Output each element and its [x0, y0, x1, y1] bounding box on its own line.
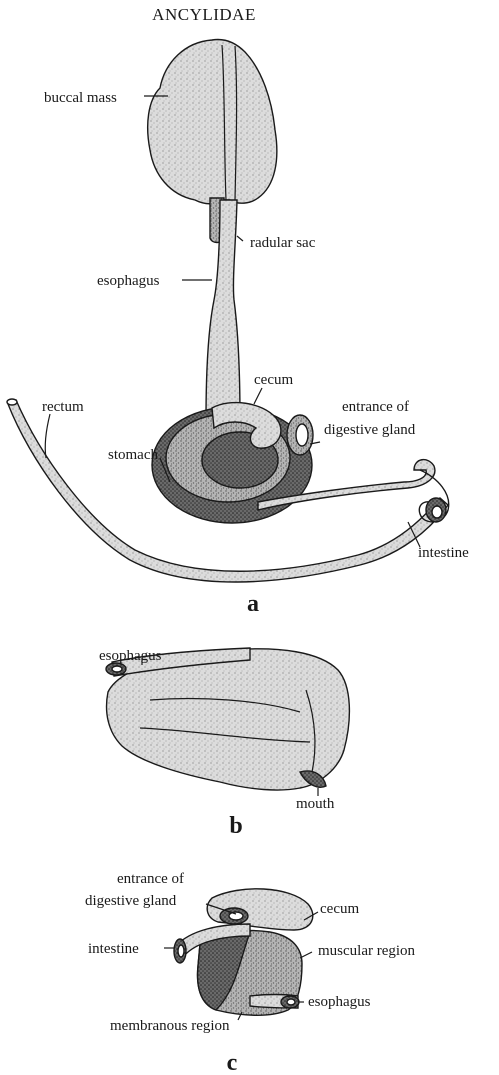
label-entrance-a-line1: entrance of: [342, 399, 409, 415]
radular-sac-leader: [237, 236, 243, 241]
label-cecum-a: cecum: [254, 372, 293, 388]
figure-title: ANCYLIDAE: [152, 5, 256, 24]
figure-a: buccal mass radular sac esophagus cecum …: [7, 40, 469, 618]
label-mouth: mouth: [296, 796, 335, 812]
panel-label-c: c: [227, 1050, 238, 1075]
label-esophagus-c: esophagus: [308, 994, 371, 1010]
rectum-leader: [45, 414, 50, 458]
label-esophagus-a: esophagus: [97, 273, 160, 289]
label-entrance-c-line2: digestive gland: [85, 893, 177, 909]
label-entrance-c-line1: entrance of: [117, 871, 184, 887]
buccal-mass-shape: [148, 40, 277, 204]
label-membranous-region: membranous region: [110, 1018, 230, 1034]
figure-b: esophagus mouth b: [99, 648, 349, 839]
muscular-region-leader: [300, 952, 312, 958]
label-cecum-c: cecum: [320, 901, 359, 917]
label-entrance-a-line2: digestive gland: [324, 422, 416, 438]
label-muscular-region: muscular region: [318, 943, 416, 959]
cecum-leader: [254, 388, 262, 404]
label-intestine-a: intestine: [418, 545, 469, 561]
label-radular-sac: radular sac: [250, 235, 316, 251]
label-intestine-c: intestine: [88, 941, 139, 957]
label-esophagus-b: esophagus: [99, 648, 162, 664]
panel-label-b: b: [229, 813, 242, 839]
label-stomach: stomach: [108, 447, 158, 463]
label-buccal-mass: buccal mass: [44, 90, 117, 106]
figure-c: entrance of digestive gland cecum intest…: [85, 871, 416, 1075]
label-rectum: rectum: [42, 399, 84, 415]
panel-label-a: a: [247, 591, 259, 617]
